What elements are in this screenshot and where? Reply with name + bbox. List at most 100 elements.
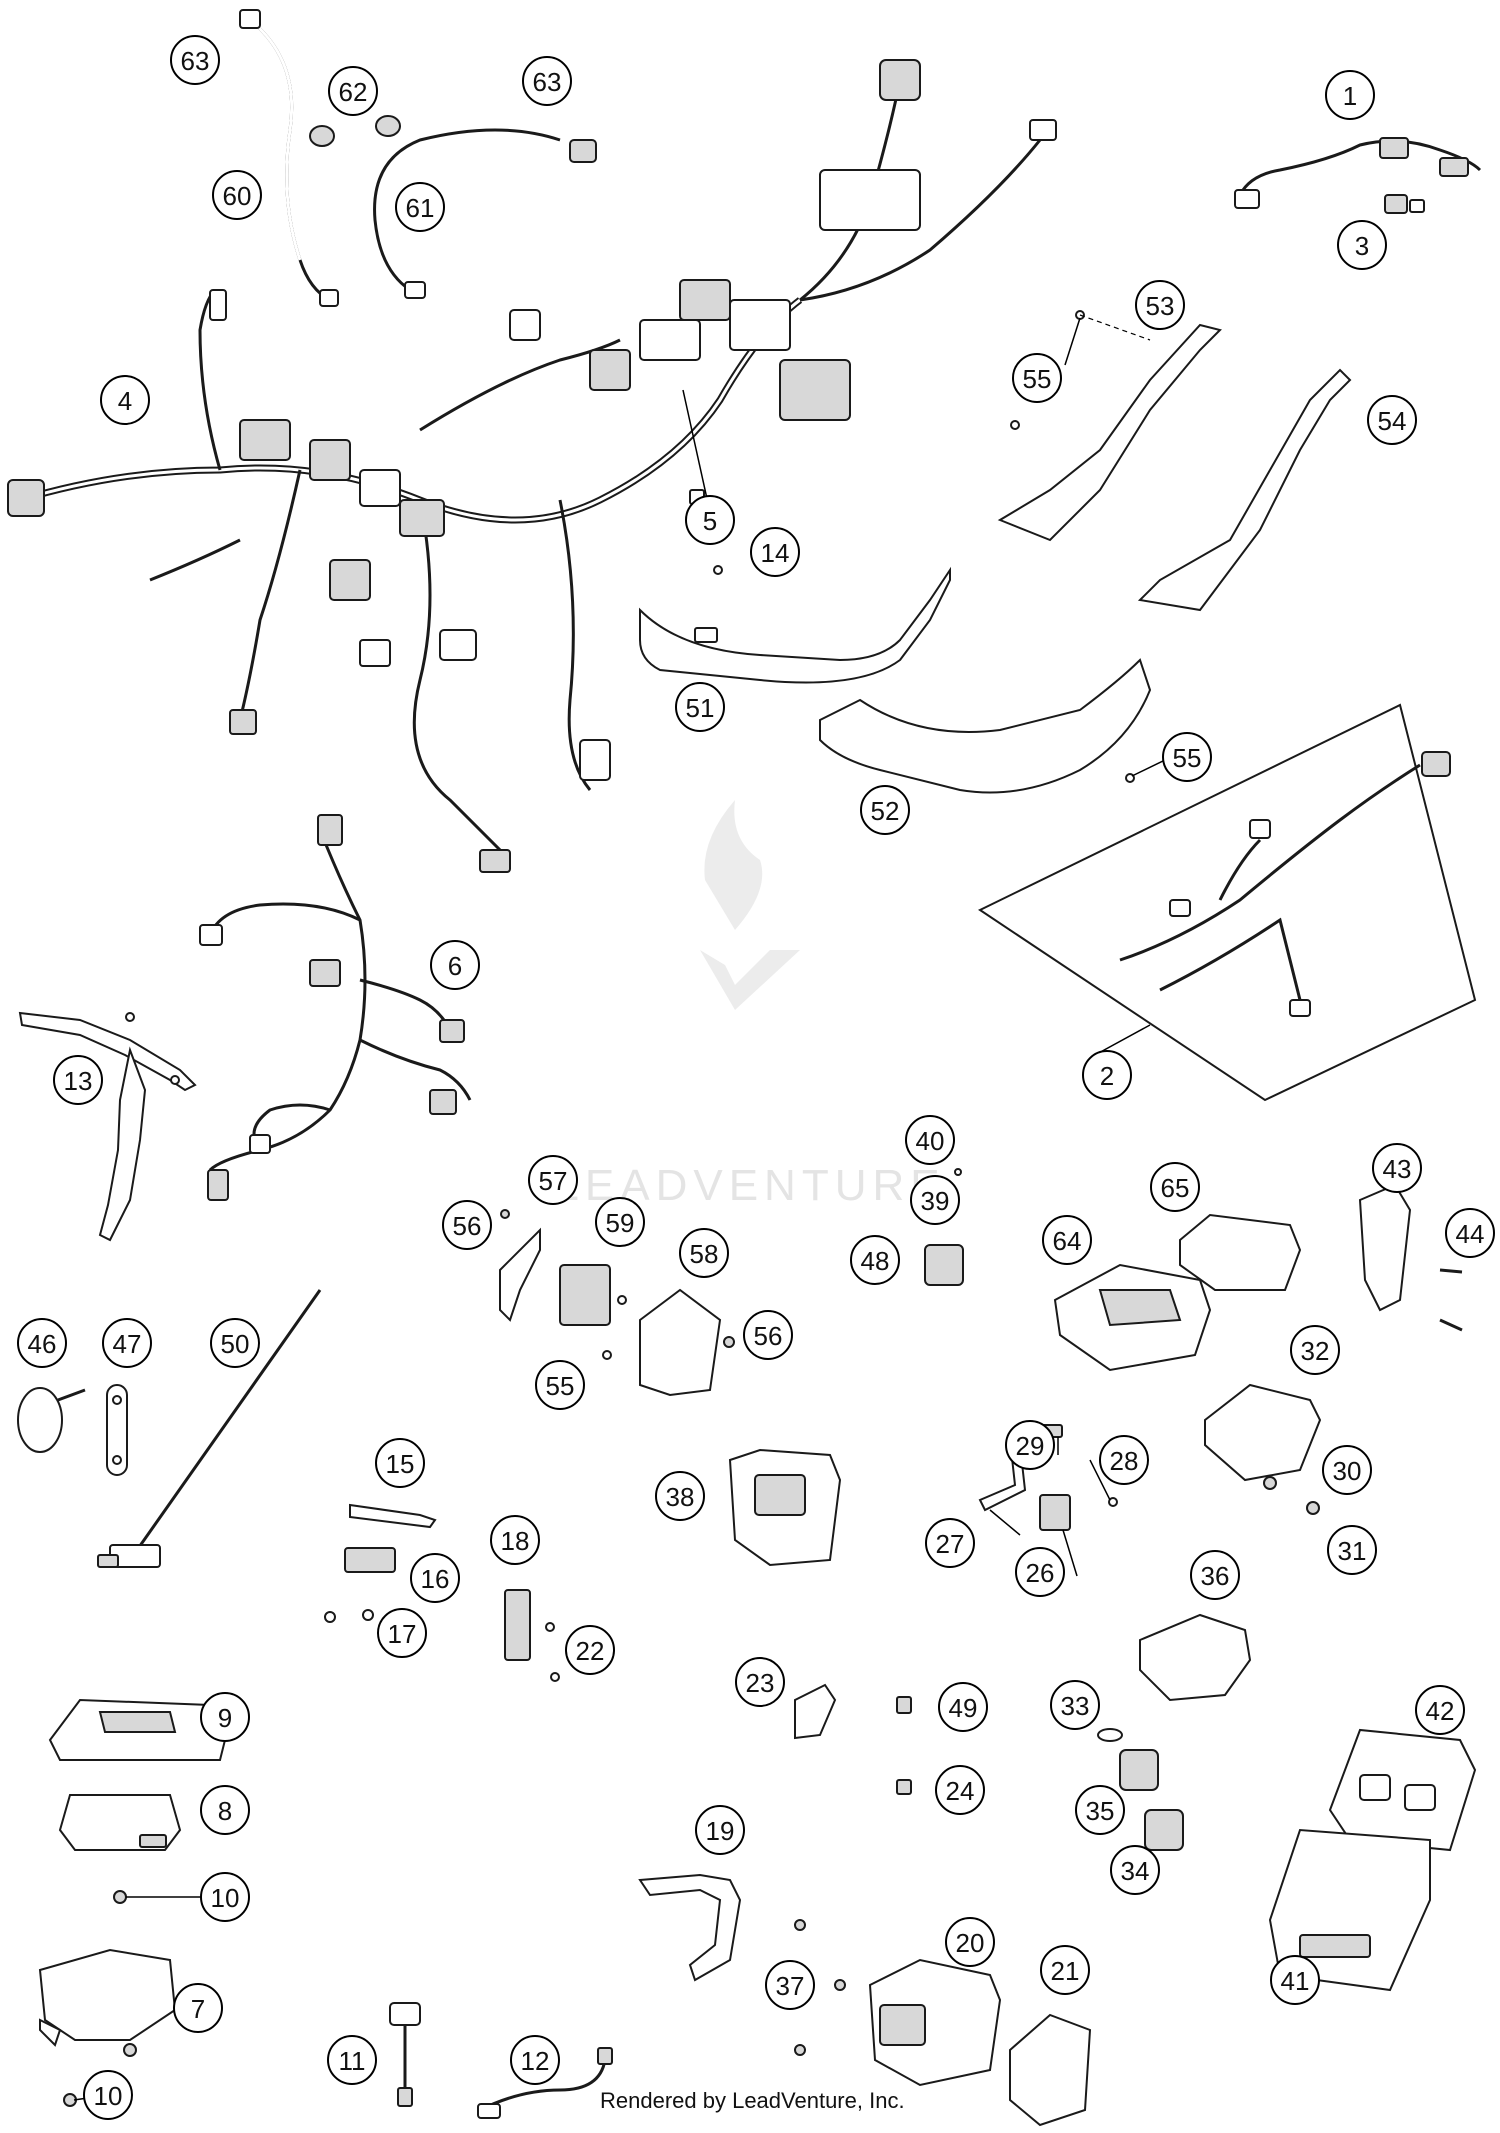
callout-circle: [1190, 1550, 1240, 1600]
callout-number: 55: [1173, 743, 1202, 773]
callout-11: 11: [327, 2035, 377, 2085]
callout-number: 57: [539, 1166, 568, 1196]
callout-52: 52: [860, 785, 910, 835]
callout-53: 53: [1135, 280, 1185, 330]
callout-22: 22: [565, 1625, 615, 1675]
callout-number: 32: [1301, 1336, 1330, 1366]
callout-63: 63: [522, 56, 572, 106]
callout-number: 28: [1110, 1446, 1139, 1476]
callout-31: 31: [1327, 1525, 1377, 1575]
callout-circle: [200, 1785, 250, 1835]
callout-number: 12: [521, 2046, 550, 2076]
callout-number: 22: [576, 1636, 605, 1666]
callout-number: 10: [211, 1883, 240, 1913]
callout-number: 7: [191, 1994, 205, 2024]
callout-number: 52: [871, 796, 900, 826]
callout-10: 10: [200, 1872, 250, 1922]
callout-29: 29: [1005, 1420, 1055, 1470]
callout-circle: [430, 940, 480, 990]
callout-circle: [1015, 1547, 1065, 1597]
part-24: [896, 1779, 912, 1795]
callout-circle: [1042, 1215, 1092, 1265]
callout-number: 5: [703, 506, 717, 536]
callout-circle: [675, 682, 725, 732]
callout-circle: [1012, 353, 1062, 403]
part-34: [1144, 1809, 1184, 1851]
callout-circle: [860, 785, 910, 835]
callout-number: 56: [453, 1211, 482, 1241]
cover-54: [1137, 368, 1352, 612]
callout-circle: [442, 1200, 492, 1250]
callout-number: 49: [949, 1693, 978, 1723]
callout-7: 7: [173, 1983, 223, 2033]
callout-14: 14: [750, 527, 800, 577]
screws-17: [324, 1609, 374, 1623]
callout-circle: [375, 1438, 425, 1488]
callout-42: 42: [1415, 1685, 1465, 1735]
callout-32: 32: [1290, 1325, 1340, 1375]
callout-13: 13: [53, 1055, 103, 1105]
callout-47: 47: [102, 1318, 152, 1368]
part-35: [1119, 1749, 1159, 1791]
callout-number: 34: [1121, 1856, 1150, 1886]
bracket-43: [1358, 1183, 1412, 1312]
part-49: [896, 1696, 912, 1714]
harness-60: [239, 9, 339, 307]
part-26: [1039, 1494, 1071, 1531]
callout-number: 54: [1378, 406, 1407, 436]
callout-24: 24: [935, 1765, 985, 1815]
callout-circle: [695, 1805, 745, 1855]
nuts-10: [63, 1890, 137, 2107]
callout-circle: [83, 2070, 133, 2120]
callout-54: 54: [1367, 395, 1417, 445]
callout-55: 55: [1162, 732, 1212, 782]
callout-number: 26: [1026, 1558, 1055, 1588]
part-59: [559, 1264, 627, 1326]
callout-circle: [910, 1175, 960, 1225]
callout-3: 3: [1337, 220, 1387, 270]
callout-circle: [377, 1608, 427, 1658]
callout-46: 46: [17, 1318, 67, 1368]
callout-number: 43: [1383, 1154, 1412, 1184]
callout-55: 55: [1012, 353, 1062, 403]
module-36: [1139, 1613, 1252, 1702]
callout-1: 1: [1325, 70, 1375, 120]
callout-circle: [765, 1960, 815, 2010]
callout-circle: [1162, 732, 1212, 782]
callout-circle: [565, 1625, 615, 1675]
callout-circle: [395, 182, 445, 232]
callout-circle: [1005, 1420, 1055, 1470]
callout-circle: [1367, 395, 1417, 445]
callout-number: 55: [546, 1371, 575, 1401]
callout-19: 19: [695, 1805, 745, 1855]
part-23: [794, 1683, 837, 1740]
callout-39: 39: [910, 1175, 960, 1225]
callout-circle: [1290, 1325, 1340, 1375]
part-11: [389, 2002, 421, 2107]
callout-27: 27: [925, 1518, 975, 1568]
callout-circle: [850, 1235, 900, 1285]
callout-number: 19: [706, 1816, 735, 1846]
callout-23: 23: [735, 1657, 785, 1707]
callout-26: 26: [1015, 1547, 1065, 1597]
callout-number: 46: [28, 1329, 57, 1359]
callout-59: 59: [595, 1197, 645, 1247]
callout-circle: [212, 170, 262, 220]
callout-circle: [1135, 280, 1185, 330]
module-32: [1204, 1383, 1322, 1482]
callout-number: 1: [1343, 81, 1357, 111]
callout-circle: [173, 1983, 223, 2033]
callout-circle: [750, 527, 800, 577]
callout-55: 55: [535, 1360, 585, 1410]
callout-circle: [53, 1055, 103, 1105]
screws-44: [1439, 1268, 1463, 1332]
callout-circle: [490, 1515, 540, 1565]
bracket-7: [38, 1948, 177, 2047]
part-33: [1097, 1728, 1123, 1742]
callout-2: 2: [1082, 1050, 1132, 1100]
callout-20: 20: [945, 1917, 995, 1967]
watermark: LEADVENTURE: [554, 800, 940, 1210]
callout-34: 34: [1110, 1845, 1160, 1895]
callout-circle: [1325, 70, 1375, 120]
